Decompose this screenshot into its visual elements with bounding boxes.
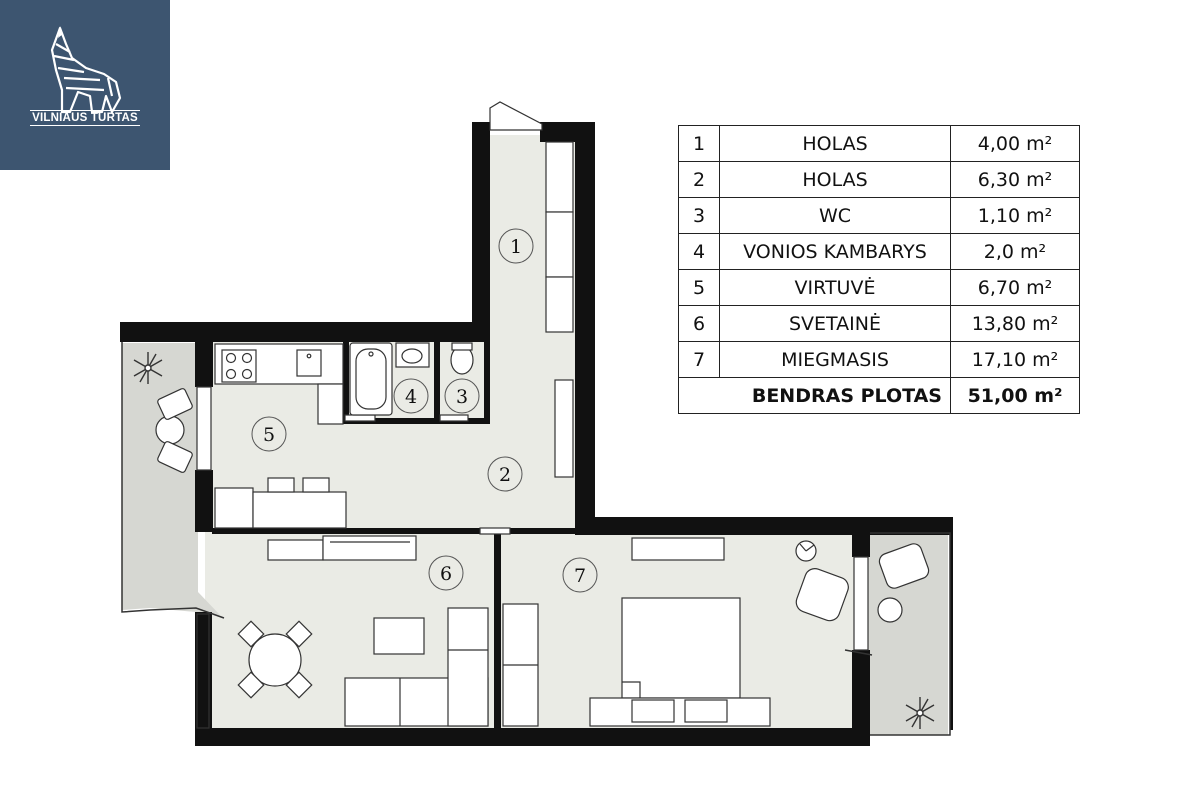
total-area: 51,00 m² (950, 377, 1080, 414)
room-area-cell: 6,70 m² (950, 269, 1080, 306)
room-number: 2 (499, 464, 511, 486)
room-number-cell: 3 (678, 197, 720, 234)
room-name-cell: HOLAS (719, 125, 951, 162)
logo-text: VILNIAUS TURTAS (30, 110, 140, 126)
room-name-cell: VIRTUVĖ (719, 269, 951, 306)
kitchen-furniture (214, 343, 347, 529)
total-row: BENDRAS PLOTAS 51,00 m² (678, 377, 1080, 414)
table-row: 2 HOLAS 6,30 m² (678, 161, 1080, 198)
balcony-right-furniture (877, 543, 930, 623)
room-name-cell: SVETAINĖ (719, 305, 951, 342)
room-number: 6 (440, 563, 452, 585)
room-number-cell: 6 (678, 305, 720, 342)
room-area-cell: 1,10 m² (950, 197, 1080, 234)
room-number-cell: 4 (678, 233, 720, 270)
table-row: 7 MIEGMASIS 17,10 m² (678, 341, 1080, 378)
room-label-4: 4 (393, 378, 429, 414)
room-number-cell: 2 (678, 161, 720, 198)
bathroom-fixtures (349, 342, 474, 416)
balcony-outlines (121, 342, 951, 736)
table-row: 3 WC 1,10 m² (678, 197, 1080, 234)
room-label-1: 1 (498, 228, 534, 264)
hall-wardrobe (545, 141, 574, 478)
room-label-3: 3 (444, 378, 480, 414)
walls (120, 122, 953, 746)
windows (196, 101, 869, 729)
room-number: 1 (510, 236, 522, 258)
table-row: 1 HOLAS 4,00 m² (678, 125, 1080, 162)
bedroom-furniture (502, 537, 849, 727)
area-table: 1 HOLAS 4,00 m² 2 HOLAS 6,30 m² 3 WC 1,1… (678, 125, 1080, 414)
plant-icons (133, 352, 935, 729)
plant-icon (133, 352, 163, 384)
room-number: 7 (574, 565, 586, 587)
room-number-cell: 1 (678, 125, 720, 162)
room-label-6: 6 (428, 555, 464, 591)
table-row: 5 VIRTUVĖ 6,70 m² (678, 269, 1080, 306)
room-number: 3 (456, 386, 468, 408)
room-name-cell: MIEGMASIS (719, 341, 951, 378)
room-label-7: 7 (562, 557, 598, 593)
living-furniture (237, 535, 489, 727)
room-labels: 1 2 3 4 5 6 7 (251, 228, 598, 593)
room-number-cell: 5 (678, 269, 720, 306)
table-row: 4 VONIOS KAMBARYS 2,0 m² (678, 233, 1080, 270)
room-area-cell: 6,30 m² (950, 161, 1080, 198)
balcony-left-floor (122, 343, 220, 615)
dining-chairs (237, 620, 313, 699)
room-area-cell: 17,10 m² (950, 341, 1080, 378)
balcony-left-furniture (155, 388, 193, 473)
room-area-cell: 13,80 m² (950, 305, 1080, 342)
wolf-icon (50, 26, 122, 114)
room-area-cell: 4,00 m² (950, 125, 1080, 162)
room-name-cell: VONIOS KAMBARYS (719, 233, 951, 270)
room-label-5: 5 (251, 416, 287, 452)
table-row: 6 SVETAINĖ 13,80 m² (678, 305, 1080, 342)
room-number-cell: 7 (678, 341, 720, 378)
room-number: 4 (405, 386, 417, 408)
plant-icon (905, 697, 935, 729)
room-area-cell: 2,0 m² (950, 233, 1080, 270)
company-logo: VILNIAUS TURTAS (0, 0, 170, 170)
room-label-2: 2 (487, 456, 523, 492)
room-number: 5 (263, 424, 275, 446)
room-name-cell: WC (719, 197, 951, 234)
room-name-cell: HOLAS (719, 161, 951, 198)
total-label: BENDRAS PLOTAS (678, 377, 951, 414)
